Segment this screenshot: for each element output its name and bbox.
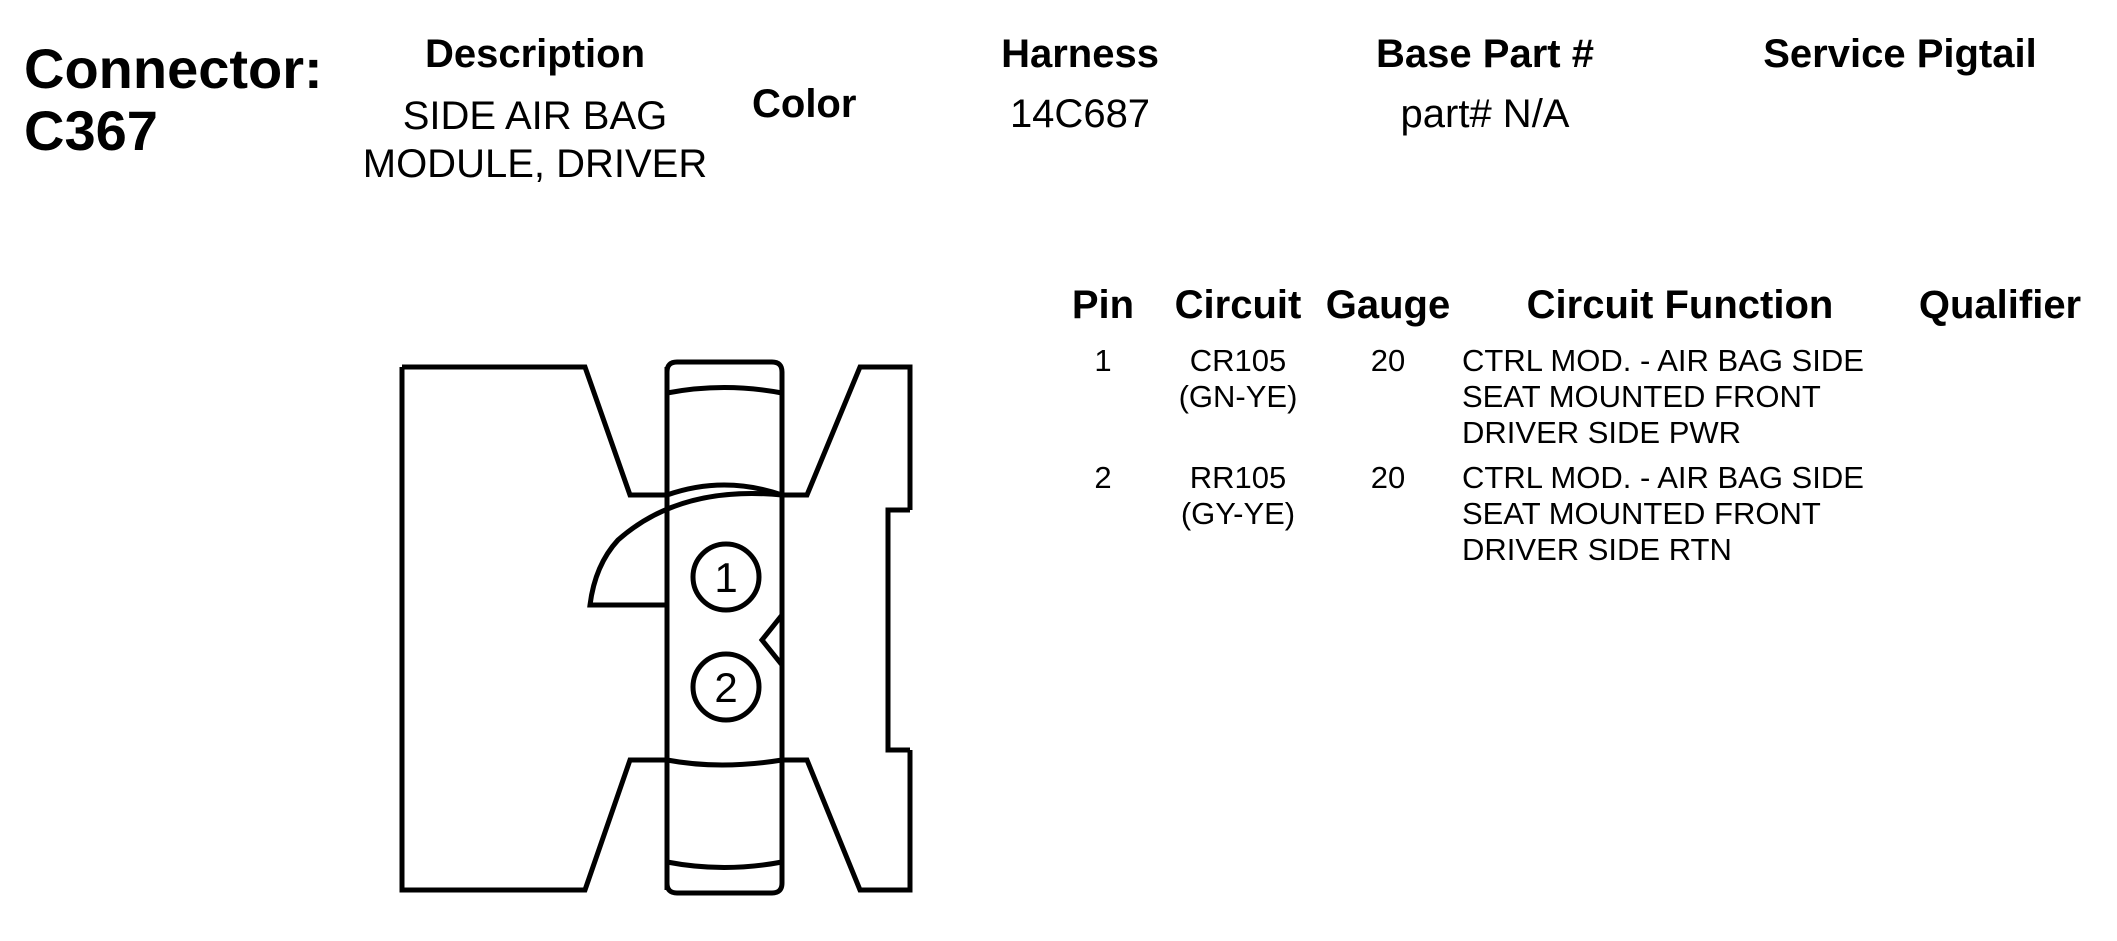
latch-bottom-arc <box>666 859 783 870</box>
connector-key-tab <box>885 507 910 753</box>
row-1-circuit: CR105 <box>1189 343 1287 378</box>
connector-right-body <box>782 364 913 893</box>
row-1-circuit-function: CTRL MOD. - AIR BAG SIDE SEAT MOUNTED FR… <box>1462 343 1864 450</box>
pin-1-circle <box>690 541 762 613</box>
color-heading: Color <box>752 82 857 126</box>
connector-label: Connector: <box>24 37 323 100</box>
row-2-circuit: RR105 <box>1189 460 1287 495</box>
cavity-top-arc <box>666 482 783 498</box>
gauge-column-header: Gauge <box>1325 283 1451 327</box>
description-heading: Description <box>424 32 646 76</box>
circuit-column-header: Circuit <box>1174 283 1302 327</box>
row-1-pin: 1 <box>1094 343 1112 378</box>
row-1-circuit-color: (GN-YE) <box>1178 379 1298 414</box>
service-pigtail-heading: Service Pigtail <box>1763 32 2037 76</box>
qualifier-column-header: Qualifier <box>1918 283 2082 327</box>
connector-body-outline <box>399 364 670 893</box>
row-1-gauge: 20 <box>1370 343 1406 378</box>
row-2-gauge: 20 <box>1370 460 1406 495</box>
harness-heading: Harness <box>1001 32 1159 76</box>
row-2-circuit-function: CTRL MOD. - AIR BAG SIDE SEAT MOUNTED FR… <box>1462 460 1864 567</box>
connector-id: C367 <box>24 99 158 162</box>
pin-2-circle <box>690 651 762 723</box>
base-part-heading: Base Part # <box>1376 32 1594 76</box>
latch-top-arc <box>666 385 783 396</box>
pin-1-label: 1 <box>714 554 737 601</box>
base-part-value: part# N/A <box>1400 92 1570 136</box>
pin-2-label: 2 <box>714 664 737 711</box>
circuit-function-column-header: Circuit Function <box>1526 283 1834 327</box>
description-value: SIDE AIR BAG MODULE, DRIVER <box>362 94 708 186</box>
row-2-circuit-color: (GY-YE) <box>1180 496 1296 531</box>
pin-cavity-outline <box>587 490 785 768</box>
pin-column-header: Pin <box>1071 283 1135 327</box>
harness-value: 14C687 <box>1009 92 1151 136</box>
row-2-pin: 2 <box>1094 460 1112 495</box>
latch-column <box>664 359 785 896</box>
